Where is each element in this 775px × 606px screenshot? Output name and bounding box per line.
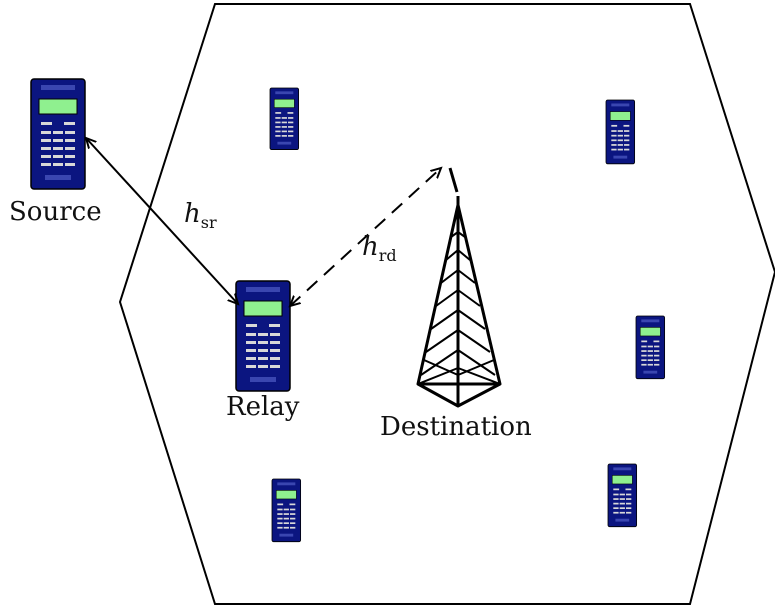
h-rd-symbol: h (362, 232, 379, 262)
destination-label: Destination (380, 412, 532, 442)
h-rd-label: hrd (362, 232, 397, 265)
h-rd-subscript: rd (379, 246, 397, 265)
source-relay-link (86, 138, 238, 304)
relay-label: Relay (226, 392, 300, 422)
hexagon-cell (118, 3, 775, 605)
cell-tower-icon (416, 167, 502, 408)
relay-destination-link (290, 168, 441, 306)
h-sr-symbol: h (184, 199, 201, 229)
phone-icon (607, 463, 638, 528)
phone-icon (605, 99, 636, 165)
source-phone-icon (30, 78, 86, 190)
h-sr-label: hsr (184, 199, 217, 232)
phone-icon (271, 478, 302, 543)
phone-icon (269, 87, 300, 151)
h-sr-subscript: sr (201, 213, 217, 232)
phone-icon (635, 315, 666, 380)
source-label: Source (9, 197, 102, 227)
relay-phone-icon (235, 280, 291, 392)
